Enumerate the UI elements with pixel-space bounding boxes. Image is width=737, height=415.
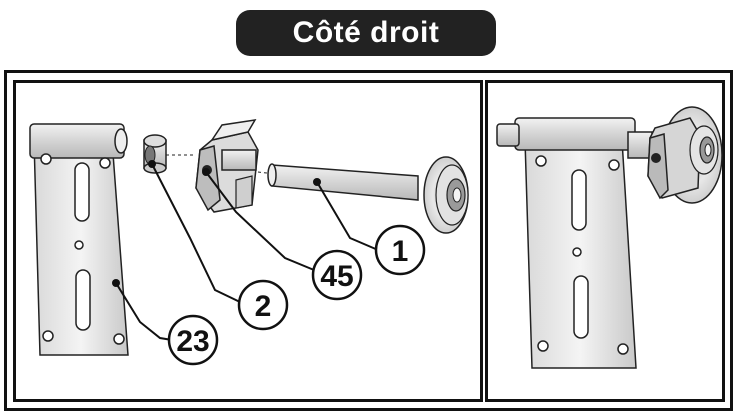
callout-45: 45 [311,249,363,301]
bracket-part-23 [29,123,129,356]
leader-dot-45 [202,168,210,176]
title-text: Côté droit [292,16,440,49]
callout-23-label: 23 [176,325,209,358]
callout-2: 2 [237,279,289,331]
assembled-bracket [496,117,637,369]
leader-dot-23 [112,279,120,287]
roller-part-1 [267,156,469,234]
clip-part-45 [195,119,259,213]
title-badge: Côté droit [236,10,496,56]
callout-23: 23 [167,314,219,366]
callout-2-label: 2 [255,290,272,323]
assembled-clip-roller [627,106,723,204]
leader-dot-2 [148,160,156,168]
callout-1: 1 [374,224,426,276]
callout-45-label: 45 [320,260,353,293]
outer-frame [4,70,733,411]
leader-lines [115,163,379,341]
callout-1-label: 1 [392,235,409,268]
spacer-part-2 [143,134,167,174]
leader-dot-1 [313,178,321,186]
